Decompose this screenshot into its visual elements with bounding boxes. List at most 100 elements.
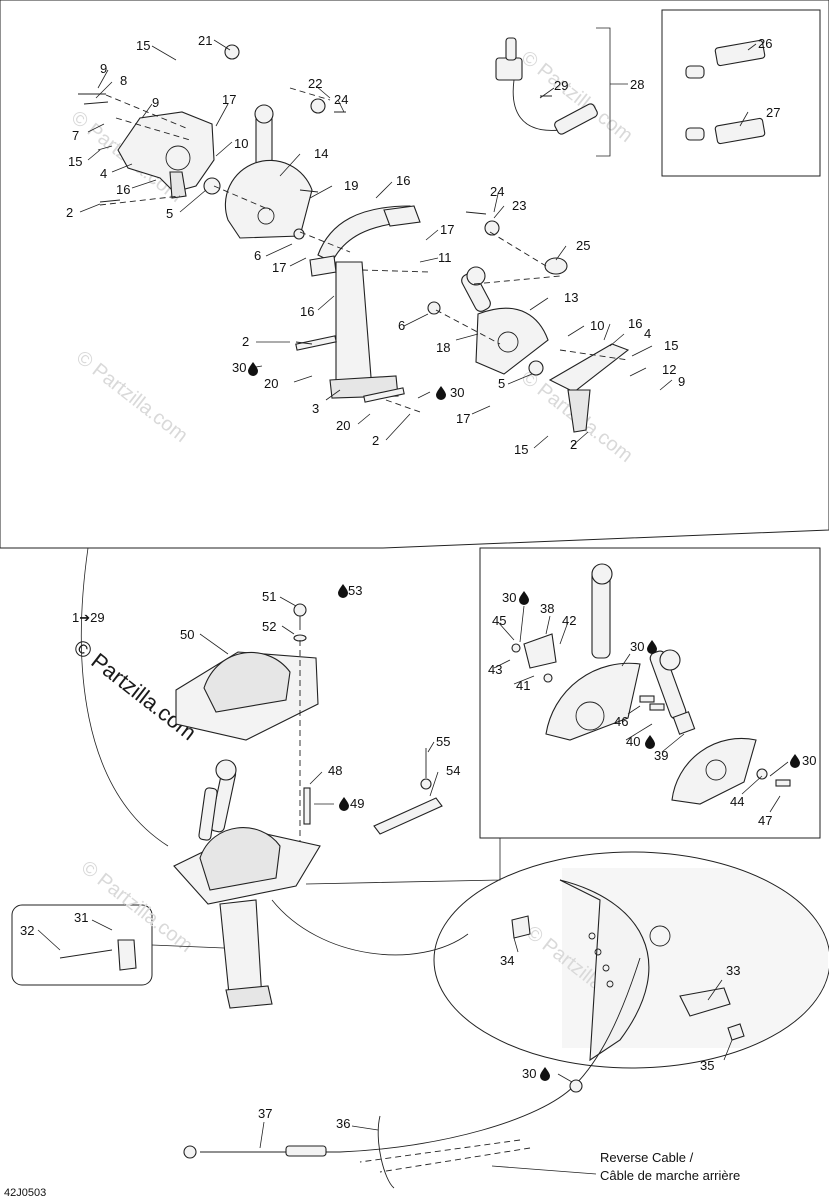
cable-detail [511, 879, 745, 1062]
part-label: 9 [152, 95, 159, 110]
part-label: 17 [222, 92, 236, 107]
screw-51-washer-52 [293, 603, 307, 642]
part-label: 16 [628, 316, 642, 331]
part-label: 5 [166, 206, 173, 221]
part-label: 8 [120, 73, 127, 88]
reverse-cable-label-line2: Câble de marche arrière [600, 1168, 740, 1183]
part-label: 2 [66, 205, 73, 220]
control-lever-13 [461, 266, 549, 375]
oil-drop-icon [519, 591, 529, 605]
part-labels: 15 21 9 8 9 7 15 4 16 2 17 10 2 2 24 14 5… [20, 33, 816, 1131]
part-label: 15 [136, 38, 150, 53]
part-label: 12 [662, 362, 676, 377]
part-label: 2 [372, 433, 379, 448]
part-label: 35 [700, 1058, 714, 1073]
part-label: 43 [488, 662, 502, 677]
bracket-31-pin-32 [59, 939, 137, 971]
part-label: 3 [312, 401, 319, 416]
part-label: 27 [766, 105, 780, 120]
part-label: 5 [498, 376, 505, 391]
part-label: 26 [758, 36, 772, 51]
lubricant-drop-icons [248, 362, 800, 1081]
part-label: 2 [242, 334, 249, 349]
part-label: 17 [440, 222, 454, 237]
part-label: 42 [562, 613, 576, 628]
part-label: 15 [514, 442, 528, 457]
part-label: 29 [554, 78, 568, 93]
part-label: 25 [576, 238, 590, 253]
part-label: 55 [436, 734, 450, 749]
oil-drop-icon [338, 584, 348, 598]
part-label: 15 [664, 338, 678, 353]
top-assembly-frame [0, 0, 829, 549]
part-label: 47 [758, 813, 772, 828]
cable-detail-ellipse [433, 851, 829, 1069]
part-label: 18 [436, 340, 450, 355]
part-label: 44 [730, 794, 744, 809]
part-label: 16 [300, 304, 314, 319]
part-label: 4 [100, 166, 107, 181]
bracket-28 [596, 27, 611, 157]
part-label: 30 [232, 360, 246, 375]
part-label: 40 [626, 734, 640, 749]
small-hardware [78, 44, 568, 403]
part-label: 20 [336, 418, 350, 433]
part-label: 46 [614, 714, 628, 729]
part-label: 30 [502, 590, 516, 605]
part-label: 11 [438, 250, 452, 265]
part-label: 30 [450, 385, 464, 400]
arrow-1-29 [80, 547, 169, 847]
right-bracket-4 [548, 343, 630, 433]
part-label: 39 [654, 748, 668, 763]
part-label: 28 [630, 77, 644, 92]
oil-drop-icon [790, 754, 800, 768]
screw-48 [303, 787, 311, 825]
part-label: 17 [272, 260, 286, 275]
part-label: 30 [522, 1066, 536, 1081]
part-label: 15 [68, 154, 82, 169]
pin-55-link-54 [373, 748, 443, 835]
part-label: 32 [20, 923, 34, 938]
part-label: 6 [254, 248, 261, 263]
reverse-cable-label-line1: Reverse Cable / [600, 1150, 694, 1165]
part-label: 52 [262, 619, 276, 634]
part-label: 54 [446, 763, 460, 778]
part-label: 2 [570, 437, 577, 452]
range-label: 1➔29 [72, 610, 105, 625]
part-label: 51 [262, 589, 276, 604]
part-label: 36 [336, 1116, 350, 1131]
part-label: 23 [512, 198, 526, 213]
assembly-line [99, 87, 629, 413]
oil-drop-icon [540, 1067, 550, 1081]
arrow-from-inset [305, 838, 501, 885]
part-label: 34 [500, 953, 514, 968]
part-label: 50 [180, 627, 194, 642]
watermark-text: © Partzilla.com [517, 47, 637, 147]
part-label: 9 [100, 61, 107, 76]
oil-drop-icon [248, 362, 258, 376]
part-label: 30 [802, 753, 816, 768]
part-label: 14 [314, 146, 328, 161]
part-label: 30 [630, 639, 644, 654]
part-label: 53 [348, 583, 362, 598]
part-label: 7 [72, 128, 79, 143]
part-label: 21 [198, 33, 212, 48]
part-label: 9 [678, 374, 685, 389]
option-inset-frame [479, 547, 821, 839]
assembled-control-unit [173, 759, 321, 1009]
diagram-code: 42J0503 [4, 1187, 46, 1199]
part-label: 17 [456, 411, 470, 426]
part-label: 33 [726, 963, 740, 978]
connector-kit-26-27 [685, 39, 766, 145]
reverse-cable-36-37 [183, 957, 641, 1189]
control-lever-14 [224, 104, 313, 239]
part-label: 16 [116, 182, 130, 197]
arrow-from-ellipse [271, 899, 469, 956]
arrow-to-bracket [151, 944, 225, 949]
part-label: 24 [334, 92, 348, 107]
oil-drop-icon [645, 735, 655, 749]
part-label: 45 [492, 613, 506, 628]
part-label: 10 [590, 318, 604, 333]
oil-drop-icon [436, 386, 446, 400]
